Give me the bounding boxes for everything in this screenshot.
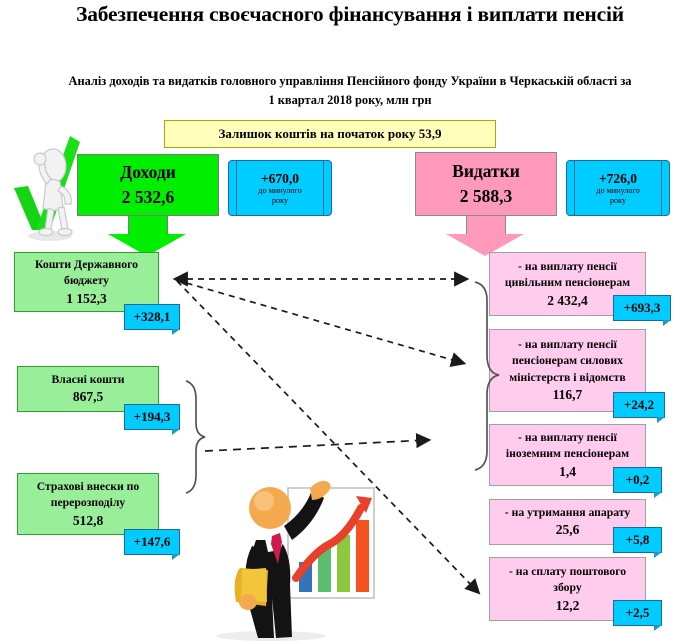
expense-item-line: пенсіонерам силових bbox=[511, 354, 623, 368]
expense-item-line: іноземним пенсіонерам bbox=[505, 447, 630, 460]
expense-item-delta-tag: +5,8 bbox=[613, 527, 662, 558]
presenter-with-bar-chart-icon bbox=[216, 480, 375, 641]
expense-label: Видатки bbox=[452, 161, 520, 181]
checkmark-figure-icon bbox=[14, 136, 80, 241]
income-item-box: Кошти Державного бюджету 1 152,3 bbox=[14, 252, 159, 312]
expense-item-line: - на утримання апарату bbox=[504, 505, 631, 519]
opening-balance-banner: Залишок коштів на початок року 53,9 bbox=[164, 120, 496, 148]
income-delta-value: +670,0 bbox=[260, 170, 300, 186]
income-label: Доходи bbox=[120, 162, 176, 182]
income-arrow-head bbox=[108, 234, 186, 256]
income-item-line: перерозподілу bbox=[50, 496, 126, 509]
income-total-box: Доходи 2 532,6 bbox=[77, 154, 219, 216]
income-delta-note-1: до минулого bbox=[258, 185, 302, 195]
expense-item-delta-tag: +0,2 bbox=[613, 467, 662, 498]
expense-item-value: 2 432,4 bbox=[547, 292, 588, 308]
connector-ownfunds-to-foreign bbox=[204, 432, 432, 452]
expense-item-line: - на сплату поштового bbox=[508, 564, 627, 578]
expense-arrow-head bbox=[446, 234, 524, 256]
expense-item-line: - на виплату пенсії bbox=[518, 259, 617, 273]
income-delta-callout: +670,0 до минулого року bbox=[236, 160, 324, 216]
expense-arrow-shaft bbox=[466, 213, 506, 235]
expense-item-line: - на виплату пенсії bbox=[518, 430, 617, 444]
income-item-line: бюджету bbox=[64, 274, 109, 287]
expense-item-box: - на сплату поштового збору 12,2 bbox=[489, 557, 646, 621]
expense-delta-value: +726,0 bbox=[598, 170, 638, 186]
income-item-delta-tag: +328,1 bbox=[124, 304, 180, 335]
expense-item-line: збору bbox=[553, 581, 582, 594]
expense-item-delta-tag: +24,2 bbox=[613, 392, 665, 423]
expense-delta-callout: +726,0 до минулого року bbox=[574, 160, 662, 216]
expense-item-line: - на виплату пенсії bbox=[518, 337, 617, 351]
expense-item-line: цивільним пенсіонерам bbox=[504, 276, 631, 289]
expense-value: 2 588,3 bbox=[459, 186, 513, 206]
expense-item-value: 12,2 bbox=[555, 597, 580, 613]
expense-delta-note-2: року bbox=[609, 195, 627, 205]
expense-item-delta-tag: +2,5 bbox=[613, 600, 662, 631]
expense-item-value: 116,7 bbox=[552, 387, 583, 403]
expense-delta-note-1: до минулого bbox=[596, 185, 640, 195]
income-item-value: 867,5 bbox=[72, 389, 104, 405]
expense-item-line: міністерств і відомств bbox=[509, 370, 626, 384]
connector-budget-to-military bbox=[175, 279, 467, 368]
expense-total-box: Видатки 2 588,3 bbox=[415, 152, 557, 216]
income-item-delta-tag: +194,3 bbox=[124, 404, 180, 435]
expense-item-delta-tag: +693,3 bbox=[613, 295, 671, 326]
income-item-line: Страхові внески по bbox=[36, 479, 140, 493]
income-item-delta-tag: +147,6 bbox=[124, 529, 180, 560]
income-delta-note-2: року bbox=[271, 195, 289, 205]
expense-item-value: 25,6 bbox=[555, 522, 580, 538]
expense-item-value: 1,4 bbox=[559, 463, 576, 479]
subtitle-line-1: Аналіз доходів та видатків головного упр… bbox=[68, 74, 632, 88]
income-item-line: Кошти Державного bbox=[35, 257, 138, 271]
income-item-value: 1 152,3 bbox=[66, 290, 107, 306]
subtitle-line-2: 1 квартал 2018 року, млн грн bbox=[268, 93, 432, 107]
income-item-value: 512,8 bbox=[72, 512, 104, 528]
page-title: Забезпечення своєчасного фінансування і … bbox=[76, 2, 624, 26]
income-arrow-shaft bbox=[128, 213, 168, 235]
income-item-box: Страхові внески по перерозподілу 512,8 bbox=[17, 473, 159, 535]
income-item-line: Власні кошти bbox=[51, 372, 125, 386]
income-value: 2 532,6 bbox=[121, 187, 175, 207]
page-subtitle: Аналіз доходів та видатків головного упр… bbox=[8, 72, 692, 110]
